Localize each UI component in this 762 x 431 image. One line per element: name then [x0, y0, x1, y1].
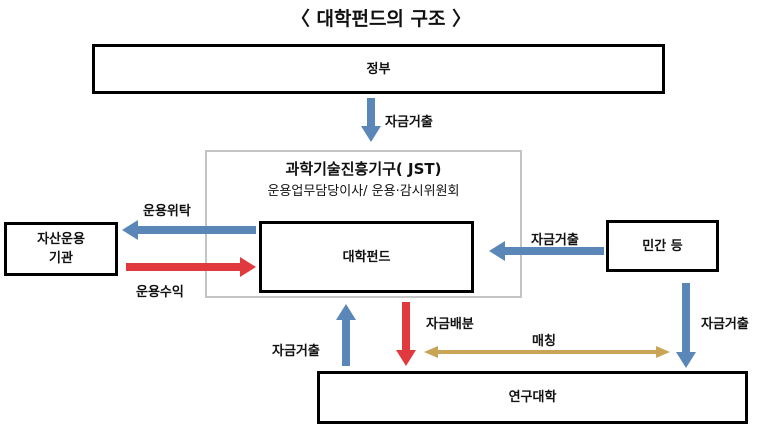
research-university-box: 연구대학	[317, 371, 748, 424]
arrow-manager-to-fund	[126, 257, 256, 277]
arrow-private-to-university	[676, 283, 696, 368]
government-box: 정부	[92, 44, 665, 94]
diagram-title: 〈 대학펀드의 구조 〉	[290, 8, 472, 30]
label-fund-to-university: 자금배분	[426, 317, 474, 332]
arrow-fund-to-manager	[122, 220, 256, 240]
arrow-private-to-fund	[489, 241, 604, 261]
jst-region	[205, 150, 522, 298]
jst-committee: 운용업무담당이사/ 운용·감시위원회	[267, 184, 460, 199]
arrow-gov-to-jst	[361, 98, 381, 142]
asset-manager-label-1: 자산운용	[37, 232, 85, 247]
asset-manager-label-2: 기관	[49, 251, 73, 266]
label-manager-to-fund: 운용수익	[136, 285, 184, 300]
arrow-university-to-fund	[336, 304, 356, 366]
research-university-label: 연구대학	[508, 390, 557, 405]
university-fund-label: 대학펀드	[342, 249, 391, 265]
arrow-fund-to-university	[396, 302, 416, 366]
label-university-to-fund: 자금거출	[272, 344, 320, 359]
label-matching: 매칭	[532, 334, 556, 349]
label-fund-to-manager: 운용위탁	[143, 204, 191, 219]
private-sector-box: 민간 등	[606, 220, 719, 272]
label-gov-to-jst: 자금거출	[385, 115, 433, 130]
asset-manager-box: 자산운용 기관	[4, 222, 118, 276]
private-sector-label: 민간 등	[642, 238, 683, 254]
label-private-to-fund: 자금거출	[531, 233, 579, 248]
label-private-to-university: 자금거출	[701, 317, 749, 332]
university-fund-box: 대학펀드	[259, 221, 474, 293]
government-label: 정부	[366, 61, 391, 77]
jst-name: 과학기술진흥기구( JST)	[285, 160, 442, 178]
arrow-matching	[424, 346, 670, 358]
